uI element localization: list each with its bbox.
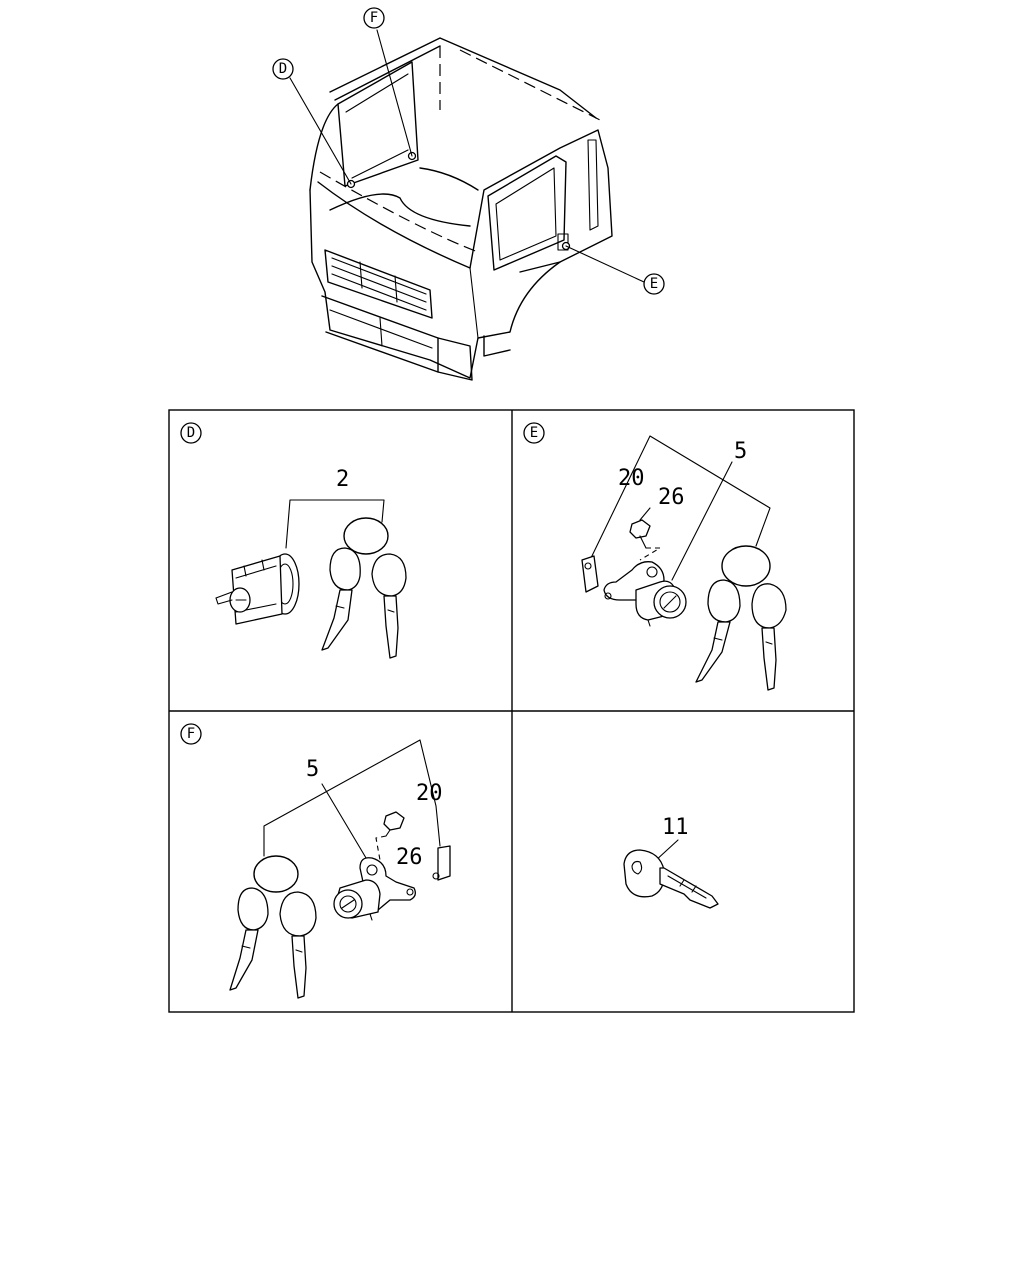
callout-e-overview: E [643, 273, 665, 295]
detail-frame [168, 409, 855, 1013]
svg-text:E: E [650, 276, 658, 292]
key-set-f [229, 855, 317, 999]
svg-text:E: E [530, 425, 538, 441]
part-number-5-e: 5 [734, 439, 747, 464]
bolt-26-f [375, 811, 405, 861]
key-11 [623, 849, 719, 909]
clip-20-f [432, 845, 451, 881]
part-number-2: 2 [336, 467, 349, 492]
key-set-d [321, 517, 407, 659]
svg-text:D: D [187, 425, 195, 441]
part-number-26-e: 26 [658, 485, 685, 510]
svg-text:F: F [370, 10, 378, 26]
panel-e: E 5 20 26 [523, 422, 787, 691]
door-lock-cylinder-f [333, 857, 416, 921]
part-number-20-f: 20 [416, 781, 443, 806]
truck-cab-illustration [289, 29, 645, 381]
part-number-20-e: 20 [618, 466, 645, 491]
callout-d-overview: D [272, 58, 294, 80]
part-number-5-f: 5 [306, 757, 319, 782]
bolt-26-e [629, 519, 662, 561]
ignition-lock-cylinder [215, 553, 300, 625]
clip-20-e [581, 555, 599, 593]
panel-f-label: F [180, 723, 202, 745]
panel-e-label: E [523, 422, 545, 444]
part-number-11: 11 [662, 815, 689, 840]
door-lock-cylinder-e [603, 561, 687, 627]
panel-f: F 5 20 26 [180, 723, 451, 999]
key-set-e [695, 545, 787, 691]
svg-text:F: F [187, 726, 195, 742]
callout-f-overview: F [363, 7, 385, 29]
svg-text:D: D [279, 61, 287, 77]
panel-d-label: D [180, 422, 202, 444]
panel-d: D 2 [180, 422, 407, 659]
part-number-26-f: 26 [396, 845, 423, 870]
panel-key: 11 [623, 815, 719, 909]
